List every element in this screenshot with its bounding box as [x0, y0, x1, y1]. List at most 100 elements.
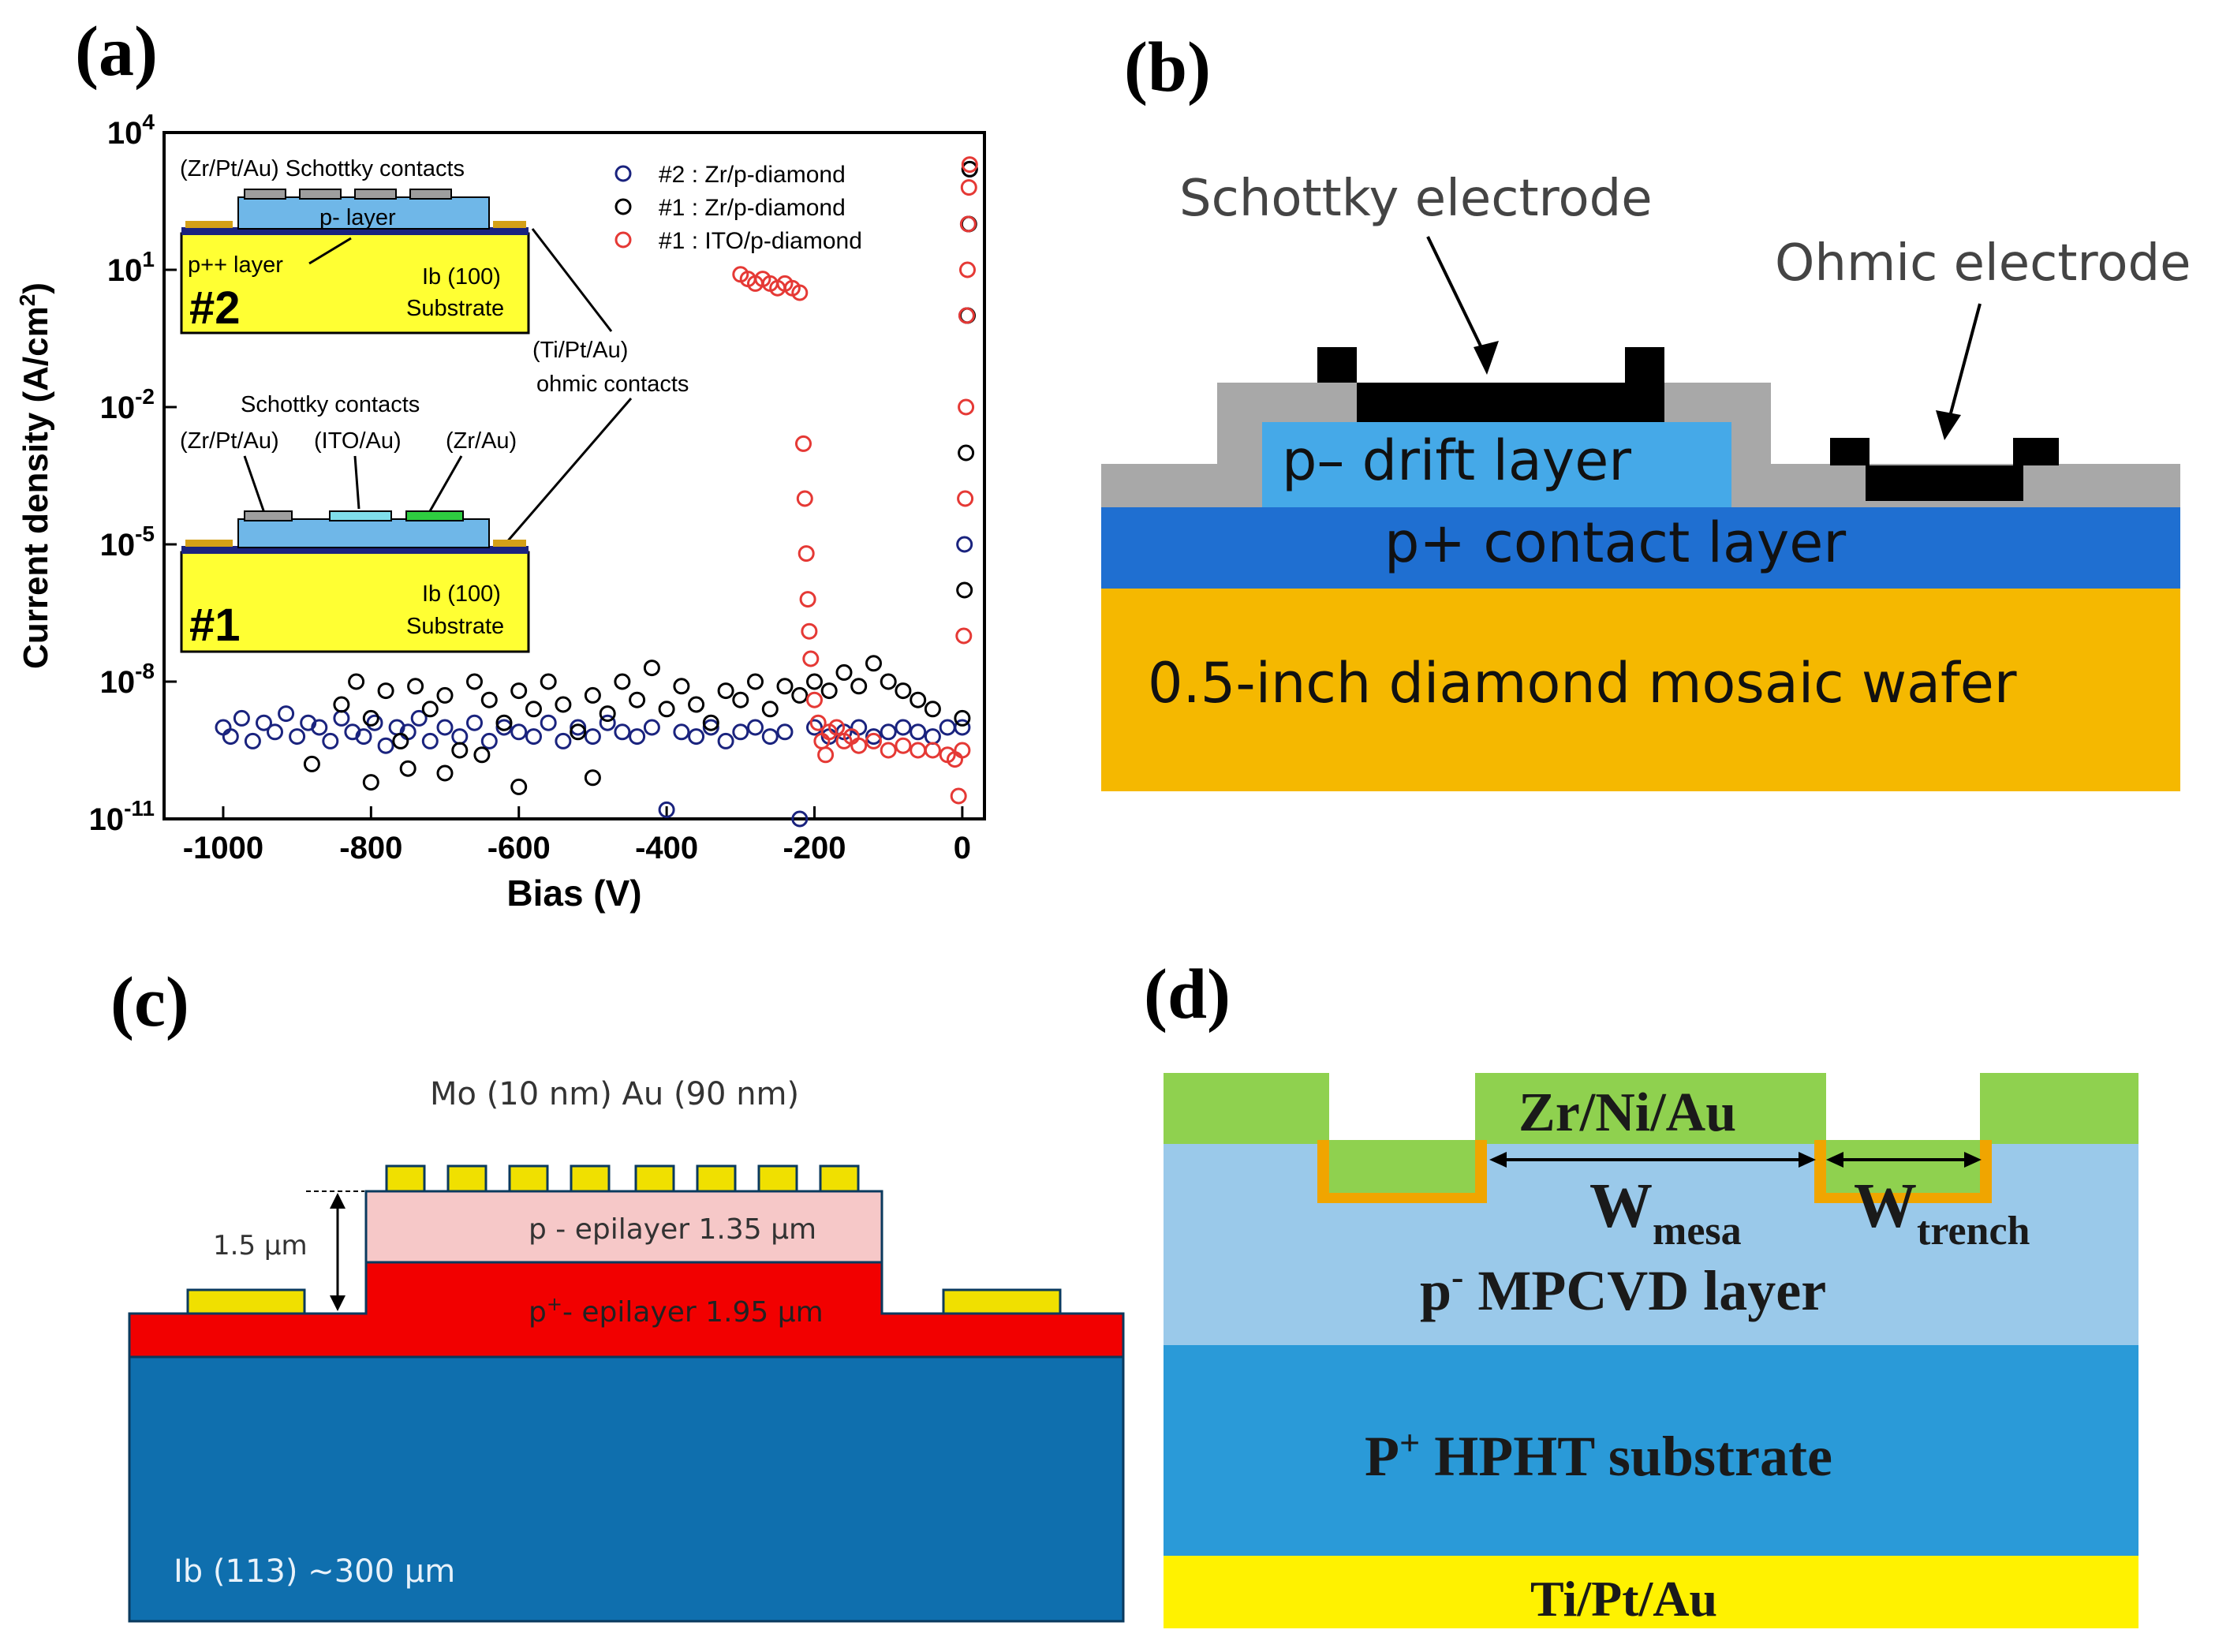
data-point-series-3 — [850, 737, 868, 754]
data-point-series-3 — [957, 490, 974, 507]
inset1-p-layer — [237, 518, 490, 548]
data-point-series-1 — [643, 719, 660, 736]
x-axis-label: Bias (V) — [506, 873, 641, 914]
legend-label-3: #1 : ITO/p-diamond — [659, 228, 862, 254]
inset1-contact-label-3: (Zr/Au) — [446, 428, 517, 454]
legend: #2 : Zr/p-diamond #1 : Zr/p-diamond #1 :… — [614, 162, 862, 254]
data-point-series-2 — [540, 673, 557, 690]
data-point-series-2 — [910, 691, 927, 708]
data-point-series-1 — [747, 719, 764, 736]
data-point-series-1 — [791, 810, 809, 828]
data-point-series-3 — [796, 490, 813, 507]
d-trench-liner-1 — [1317, 1140, 1487, 1203]
data-point-series-1 — [939, 719, 956, 736]
data-point-series-3 — [895, 737, 912, 754]
c-height-arrowhead-top — [330, 1193, 346, 1209]
d-mesa-arrowhead-left — [1489, 1152, 1507, 1168]
data-point-series-2 — [702, 714, 719, 731]
data-point-series-2 — [510, 778, 528, 795]
data-point-series-2 — [362, 774, 379, 791]
data-point-series-2 — [806, 673, 823, 690]
data-point-series-3 — [950, 787, 967, 805]
inset2-ppp-arrow — [308, 237, 352, 265]
data-point-series-2 — [688, 696, 705, 713]
c-p-epi-label: p - epilayer 1.35 µm — [529, 1213, 816, 1246]
data-point-series-2 — [732, 691, 749, 708]
inset2-p-layer-label: p- layer — [319, 205, 396, 230]
inset2-schottky-label: (Zr/Pt/Au) Schottky contacts — [180, 156, 465, 181]
data-point-series-1 — [495, 719, 513, 736]
data-point-series-1 — [673, 723, 690, 741]
d-pp-label: P+ HPHT substrate — [1365, 1422, 1832, 1488]
legend-marker-2 — [614, 198, 632, 215]
b-wafer-label: 0.5-inch diamond mosaic wafer — [1148, 651, 2017, 716]
data-point-series-2 — [658, 701, 675, 718]
data-point-series-1 — [267, 723, 283, 741]
b-schottky-arrow — [1426, 236, 1489, 360]
inset2-substrate — [180, 232, 530, 335]
ohmic-arrow-top — [531, 228, 613, 332]
legend-marker-1 — [614, 165, 632, 182]
data-point-series-1 — [850, 719, 868, 736]
c-contact — [508, 1164, 549, 1193]
c-ohmic-right — [942, 1288, 1062, 1315]
b-schottky-arrowhead — [1474, 341, 1499, 375]
b-ohmic-arrow — [1947, 303, 1982, 423]
data-point-series-1 — [895, 719, 912, 736]
data-point-series-2 — [954, 709, 971, 727]
c-height-label: 1.5 µm — [213, 1230, 308, 1261]
b-schottky-label: Schottky electrode — [1179, 170, 1653, 228]
legend-label-1: #2 : Zr/p-diamond — [659, 162, 846, 188]
legend-marker-3 — [614, 231, 632, 249]
inset1-id: #1 — [189, 600, 241, 651]
x-tick-label: 0 — [954, 831, 971, 865]
b-ohmic-electrode — [1830, 438, 2059, 501]
data-point-series-1 — [355, 728, 372, 746]
data-point-series-1 — [717, 732, 734, 749]
data-point-series-2 — [956, 581, 973, 599]
c-substrate-label: Ib (113) ~300 µm — [174, 1553, 455, 1590]
y-axis-label-group: Current density (A/cm2) — [15, 282, 55, 669]
inset1-arrow-3 — [428, 455, 463, 512]
data-point-series-3 — [958, 307, 975, 324]
c-contact — [446, 1164, 487, 1193]
x-tick-label: -1000 — [183, 831, 263, 865]
data-point-series-1 — [954, 719, 971, 736]
d-back-contact — [1164, 1556, 2138, 1628]
c-ohmic-left — [186, 1288, 306, 1315]
data-point-series-2 — [880, 673, 897, 690]
d-w-trench-label: Wtrench — [1854, 1172, 2030, 1254]
data-point-series-1 — [880, 723, 897, 741]
data-point-series-3 — [955, 627, 973, 645]
inset1-contact-zr-pt-au — [244, 510, 293, 521]
ohmic-arrow-bottom — [503, 398, 633, 545]
data-point-series-2 — [643, 660, 660, 677]
inset1-substrate-2: Substrate — [406, 614, 504, 639]
c-contact — [385, 1164, 426, 1193]
d-trench-arrowhead-left — [1826, 1152, 1843, 1168]
data-point-series-3 — [809, 714, 827, 731]
data-point-series-2 — [747, 673, 764, 690]
inset1-arrow-1 — [243, 455, 266, 514]
data-point-series-2 — [451, 742, 469, 759]
data-point-series-1 — [244, 732, 261, 749]
data-point-series-2 — [525, 701, 542, 718]
d-trench-arrowhead-right — [1964, 1152, 1982, 1168]
data-point-series-2 — [673, 678, 690, 695]
data-point-series-1 — [570, 719, 587, 736]
data-point-series-2 — [466, 673, 483, 690]
legend-label-2: #1 : Zr/p-diamond — [659, 195, 846, 221]
data-point-series-1 — [924, 728, 941, 746]
data-point-series-2 — [717, 682, 734, 700]
data-point-series-3 — [880, 742, 897, 759]
data-point-series-2 — [555, 696, 572, 713]
data-point-series-1 — [555, 732, 572, 749]
b-wafer — [1101, 588, 2180, 791]
d-mesa-arrowhead-right — [1799, 1152, 1816, 1168]
data-points — [215, 156, 978, 828]
data-point-series-1 — [599, 714, 616, 731]
inset2-contact-1 — [244, 189, 286, 200]
c-pp-epi-label: p+- epilayer 1.95 µm — [529, 1293, 824, 1329]
c-contacts — [385, 1164, 860, 1193]
